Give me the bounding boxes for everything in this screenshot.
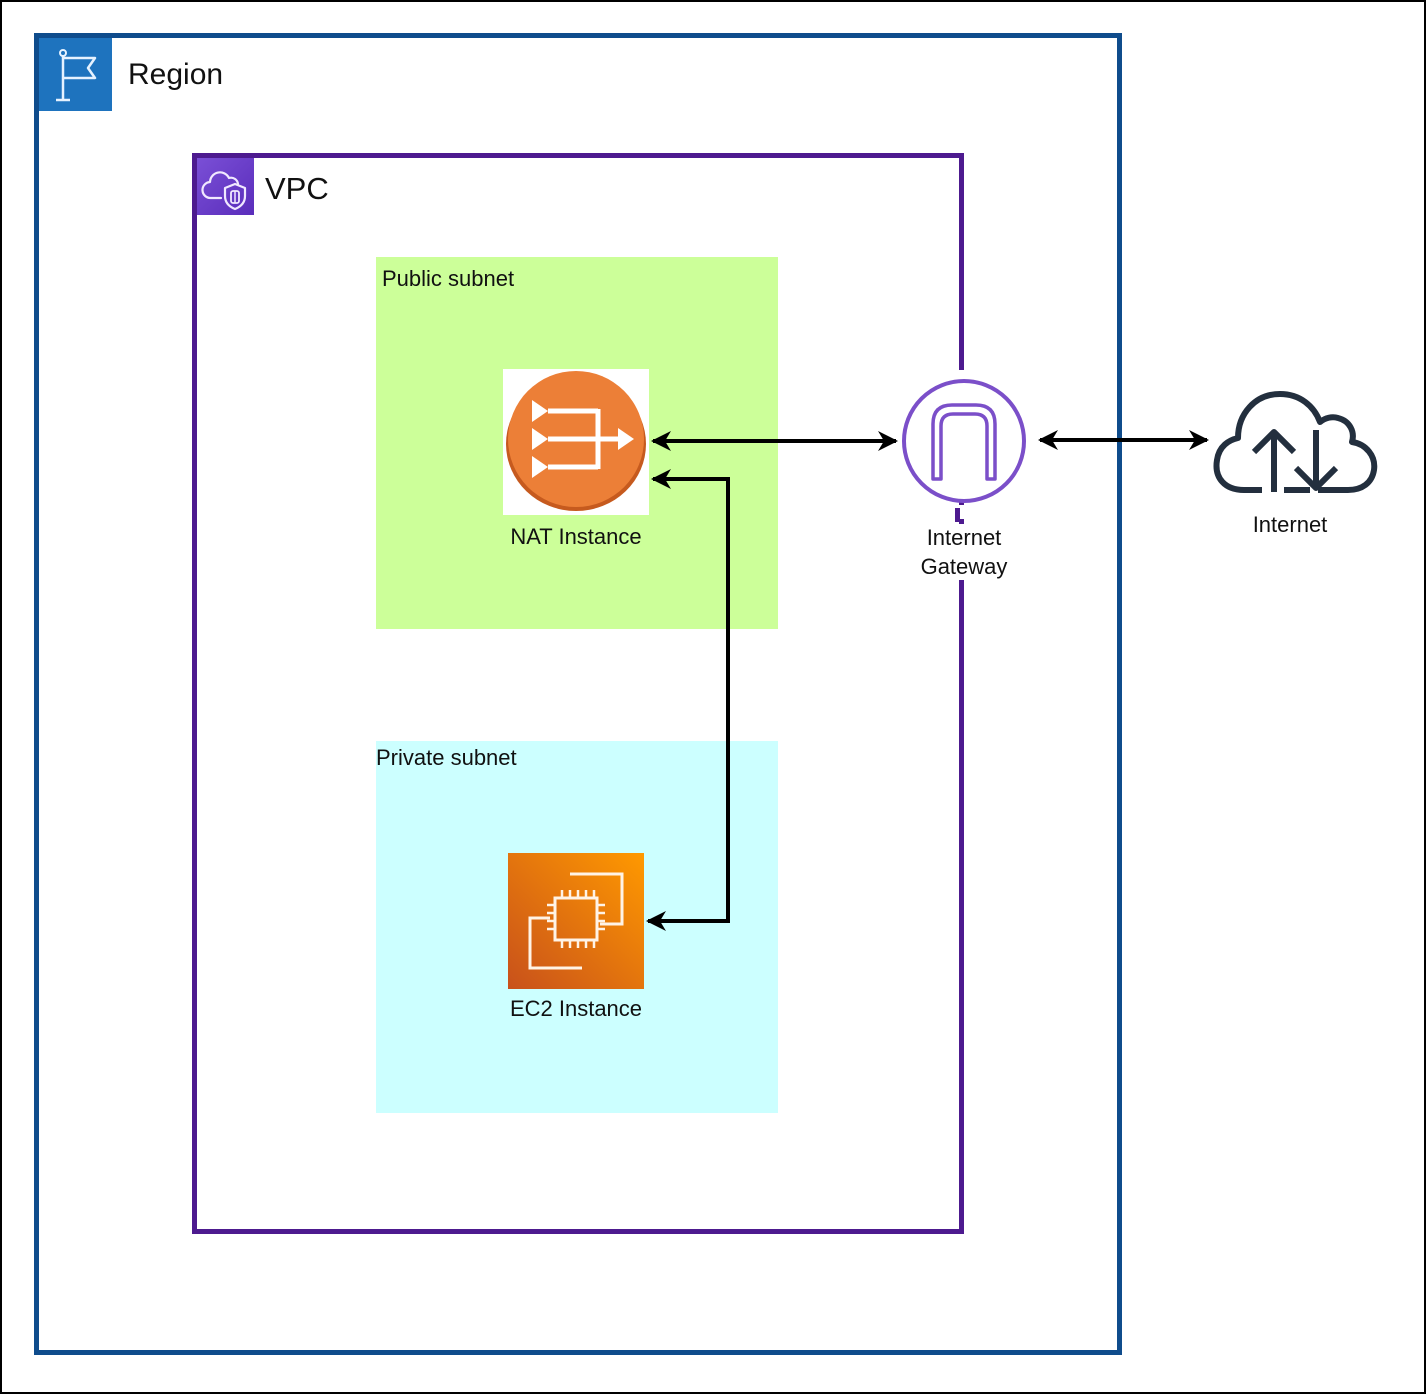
- internet-gateway-label-line1: Internet: [926, 525, 1002, 550]
- public-subnet-label: Public subnet: [382, 266, 515, 291]
- edge-ec2-nat: [646, 469, 730, 931]
- nat-instance-icon: [503, 369, 649, 515]
- vpc-container: [192, 153, 964, 1234]
- nat-instance-label: NAT Instance: [510, 524, 642, 549]
- vpc-border-gap: [950, 524, 968, 580]
- region-icon-box: [39, 38, 112, 111]
- region-label: Region: [128, 58, 224, 91]
- vpc-icon-box: [197, 158, 254, 215]
- ec2-chip-icon: [508, 853, 644, 989]
- internet-gateway-label-line2: Gateway: [920, 554, 1008, 579]
- internet-gateway-label: Internet Gateway: [884, 523, 1044, 581]
- private-subnet-label: Private subnet: [376, 745, 517, 770]
- region-container: [34, 33, 1122, 1355]
- vpc-border-gap: [950, 370, 968, 382]
- vpc-label: VPC: [265, 171, 329, 206]
- cloud-upload-download-icon: [1213, 391, 1378, 493]
- flag-icon: [56, 49, 97, 102]
- cloud-shield-icon: [201, 171, 247, 211]
- vpc-border-segment: [955, 508, 960, 522]
- internet-gateway-icon: [902, 379, 1026, 503]
- ec2-instance-label: EC2 Instance: [509, 996, 643, 1021]
- internet-label: Internet: [1252, 512, 1328, 537]
